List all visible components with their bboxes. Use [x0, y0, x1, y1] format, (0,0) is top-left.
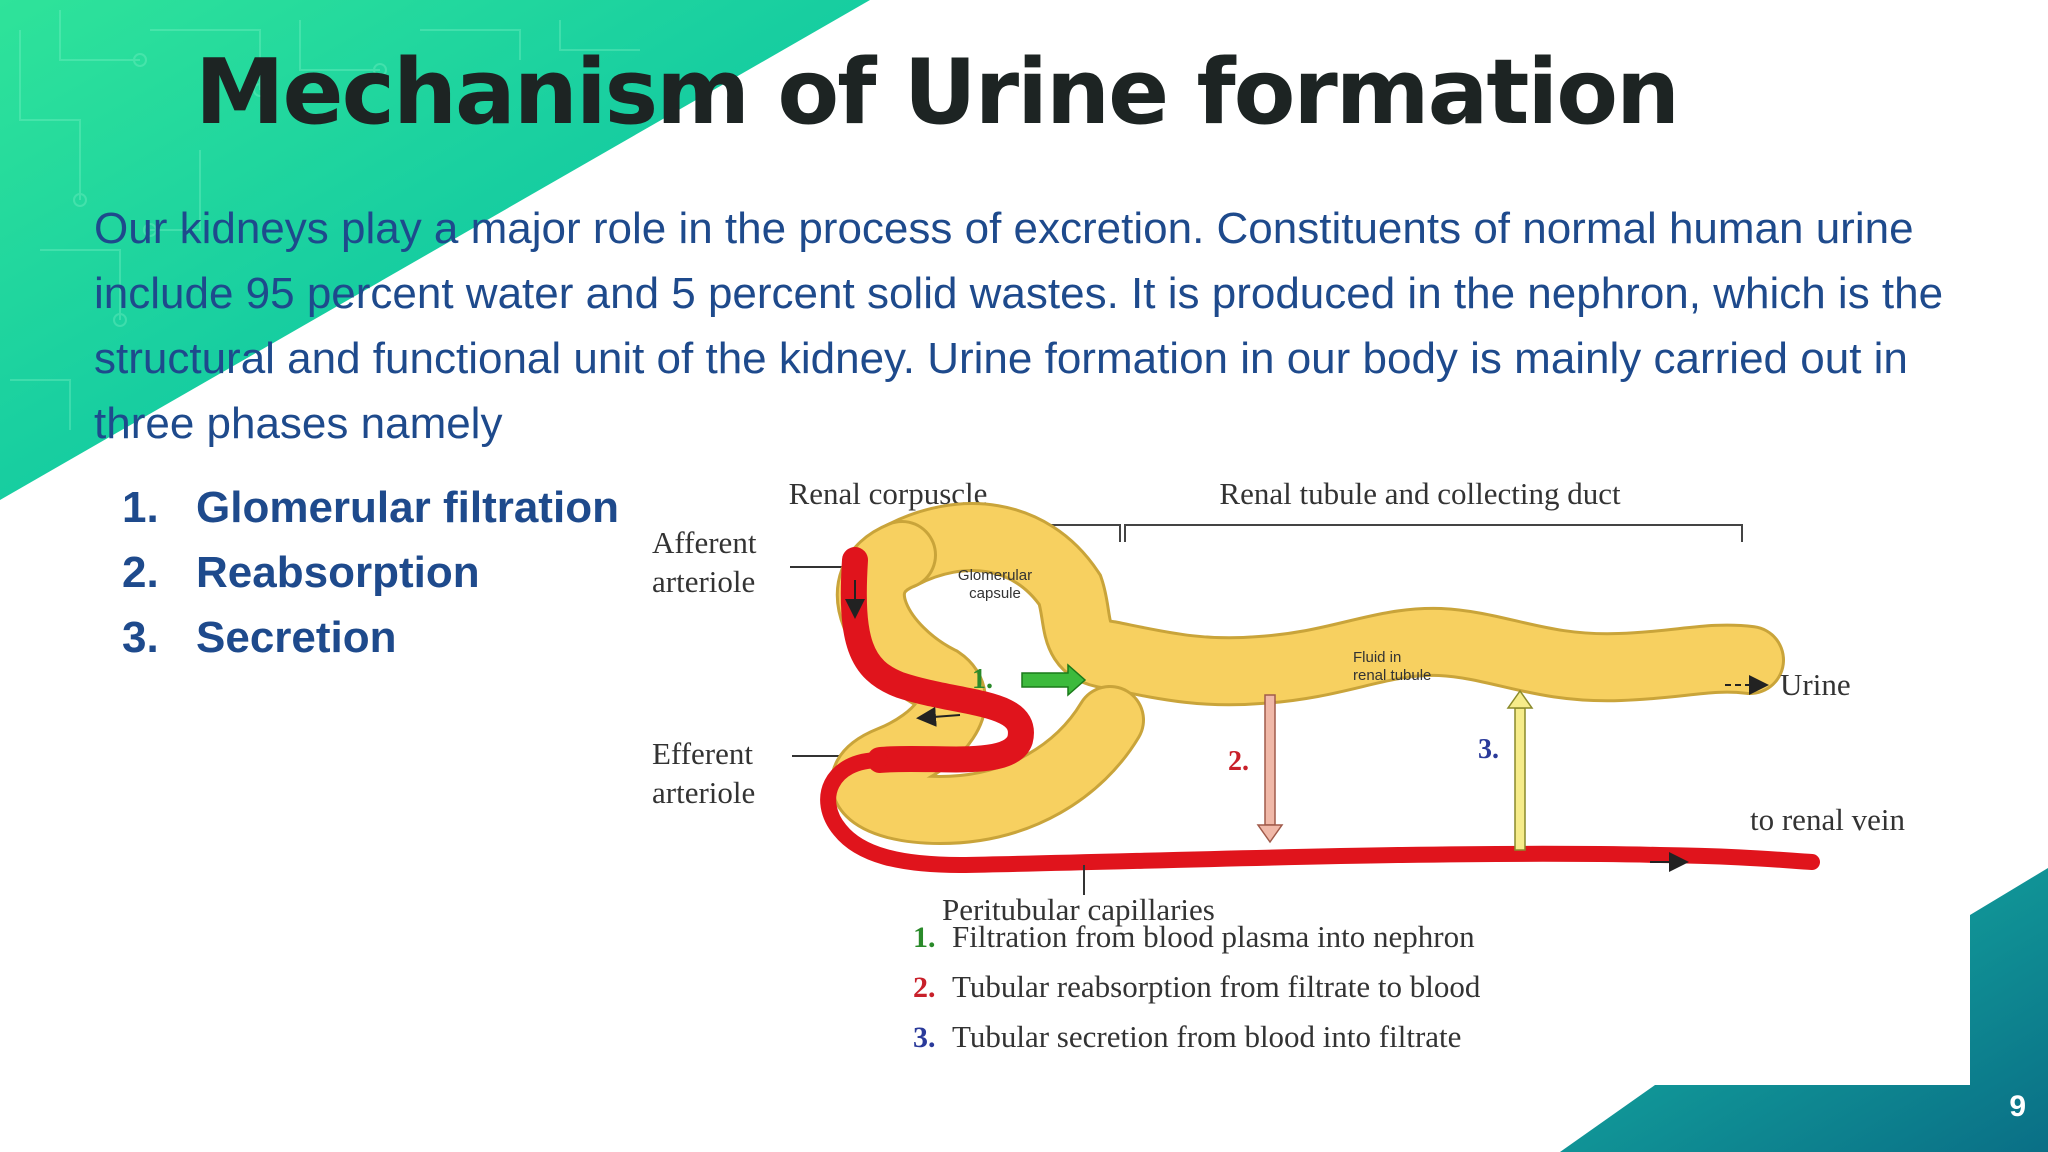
glomerular-capsule-label-line2: capsule — [969, 585, 1021, 602]
phase-label: Secretion — [196, 613, 397, 662]
step-marker-1: 1. — [972, 664, 993, 695]
page-number: 9 — [2009, 1090, 2026, 1123]
efferent-arteriole — [820, 752, 1820, 874]
reabsorption-arrow-shaft — [1264, 694, 1276, 826]
urine-label: Urine — [1780, 667, 1851, 702]
secretion-arrow-shaft — [1514, 707, 1526, 851]
peritubular-label: Peritubular capillaries — [942, 892, 1215, 927]
phases-list: 1. Glomerular filtration 2. Reabsorption 3… — [122, 475, 619, 670]
legend: 1. Filtration from blood plasma into nep… — [913, 919, 1481, 1054]
legend-number: 1. — [913, 921, 936, 954]
step-marker-2: 2. — [1228, 746, 1249, 777]
afferent-arteriole — [840, 547, 1034, 773]
phase-label: Glomerular filtration — [196, 483, 619, 532]
intro-paragraph: Our kidneys play a major role in the pro… — [94, 204, 1944, 448]
efferent-label-line1: Efferent — [652, 736, 753, 771]
phase-item: 2. Reabsorption — [122, 540, 619, 605]
efferent-label-line2: arteriole — [652, 775, 755, 810]
afferent-label-line2: arteriole — [652, 564, 755, 599]
secretion-arrow-head — [1506, 689, 1534, 709]
phase-number: 1. — [122, 483, 159, 532]
legend-text: Tubular secretion from blood into filtra… — [952, 1019, 1461, 1054]
fluid-label-line1: Fluid in — [1353, 649, 1401, 666]
legend-number: 2. — [913, 971, 936, 1004]
phase-item: 1. Glomerular filtration — [122, 475, 619, 540]
step-marker-3: 3. — [1478, 734, 1499, 765]
renal-tubule-fill — [870, 505, 1782, 704]
phase-number: 3. — [122, 613, 159, 662]
bottom-right-teal-shape — [1560, 868, 2048, 1152]
afferent-label-line1: Afferent — [652, 525, 757, 560]
legend-number: 3. — [913, 1021, 936, 1054]
phase-item: 3. Secretion — [122, 605, 619, 670]
renal-vein-label: to renal vein — [1750, 802, 1905, 837]
renal-tubule-label: Renal tubule and collecting duct — [1219, 476, 1621, 511]
phase-label: Reabsorption — [196, 548, 480, 597]
fluid-label-line2: renal tubule — [1353, 667, 1431, 684]
legend-text: Filtration from blood plasma into nephro… — [952, 919, 1475, 954]
legend-text: Tubular reabsorption from filtrate to bl… — [952, 969, 1481, 1004]
top-left-green-triangle — [0, 0, 870, 500]
circuit-pattern — [10, 10, 640, 430]
glomerular-capsule-label-line1: Glomerular — [958, 567, 1032, 584]
phase-number: 2. — [122, 548, 159, 597]
reabsorption-arrow-head — [1256, 824, 1284, 844]
nephron-diagram: Renal corpuscle Renal tubule and collect… — [652, 476, 1905, 1054]
filtration-arrow — [1021, 663, 1087, 697]
efferent-flow-arrow — [916, 706, 961, 727]
renal-tubule-bracket — [1124, 524, 1743, 542]
slide-title: Mechanism of Urine formation — [195, 40, 1680, 145]
